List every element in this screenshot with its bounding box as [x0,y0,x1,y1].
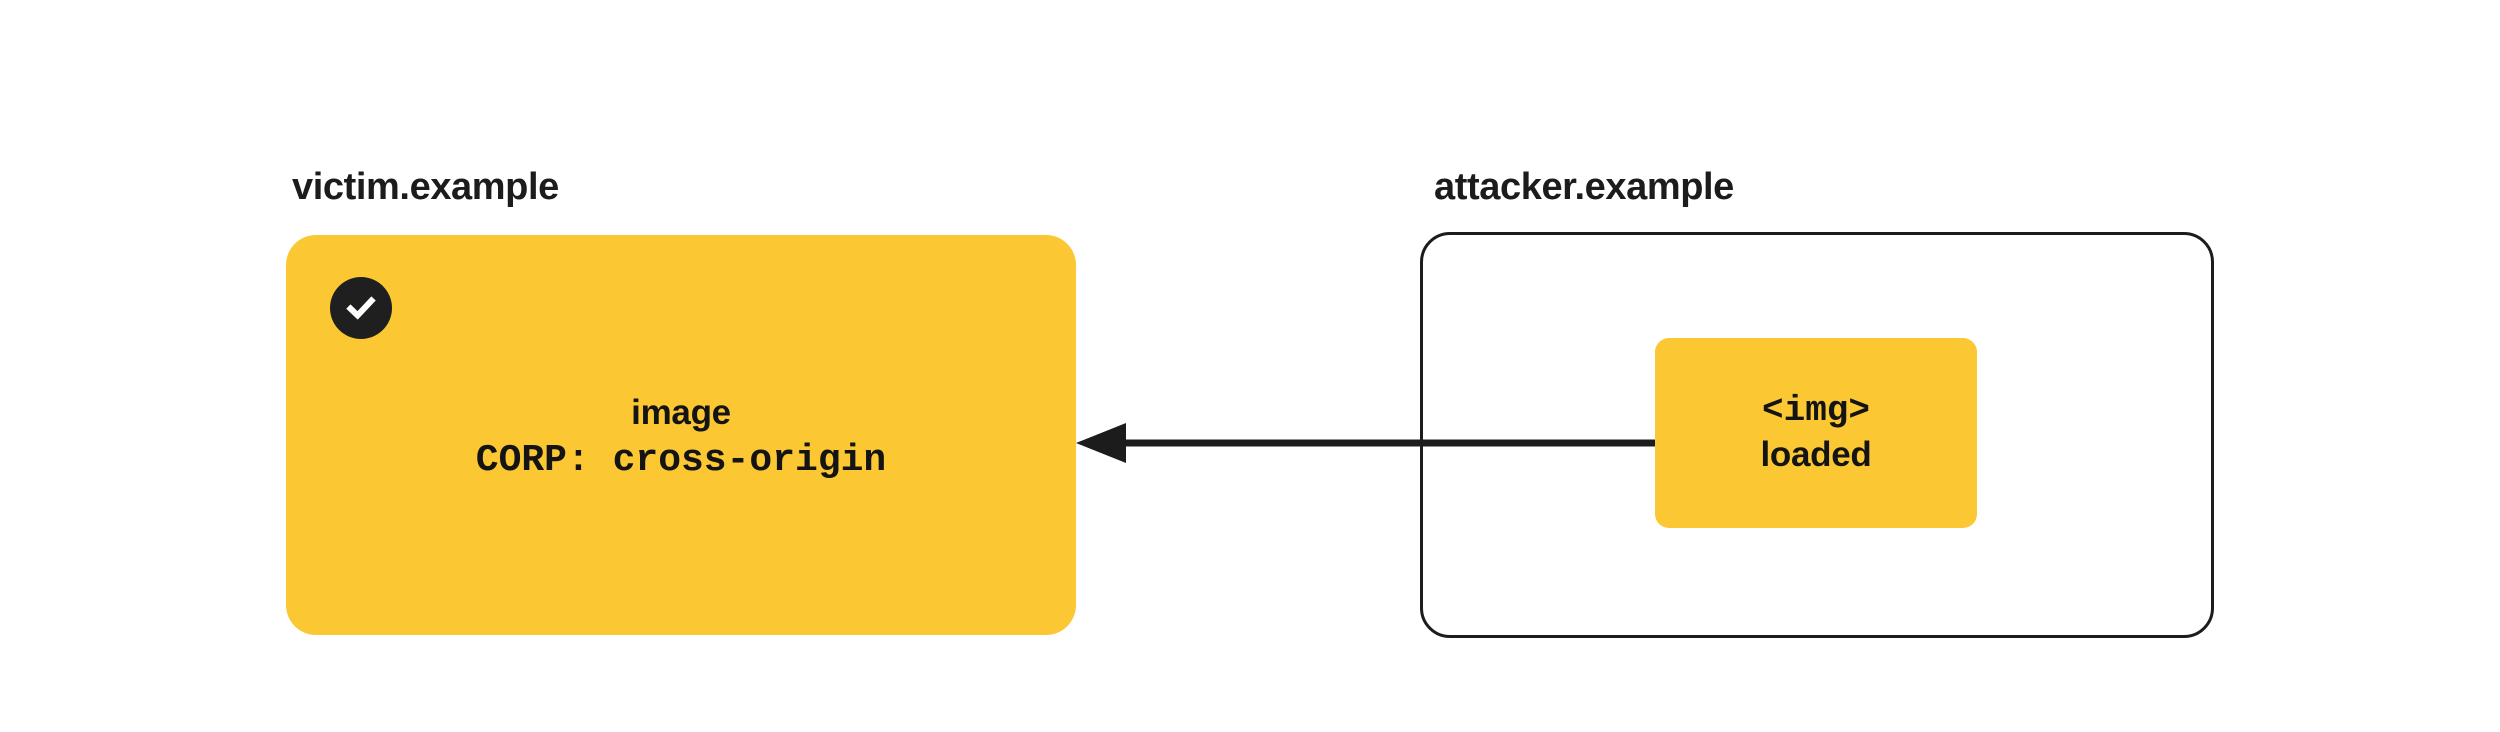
corp-header-label: CORP: cross-origin [475,439,887,482]
img-state-label: loaded [1760,435,1872,474]
attacker-img-element-box: <img> loaded [1655,338,1977,528]
attacker-origin-label: attacker.example [1434,166,1734,208]
check-circle-icon [330,277,392,339]
resource-type-label: image [631,393,731,432]
arrow-left-icon [1076,423,1660,463]
victim-origin-label: victim.example [292,166,559,208]
victim-resource-box: image CORP: cross-origin [286,235,1076,635]
victim-resource-text: image CORP: cross-origin [286,390,1076,486]
img-tag-label: <img> [1761,390,1871,431]
